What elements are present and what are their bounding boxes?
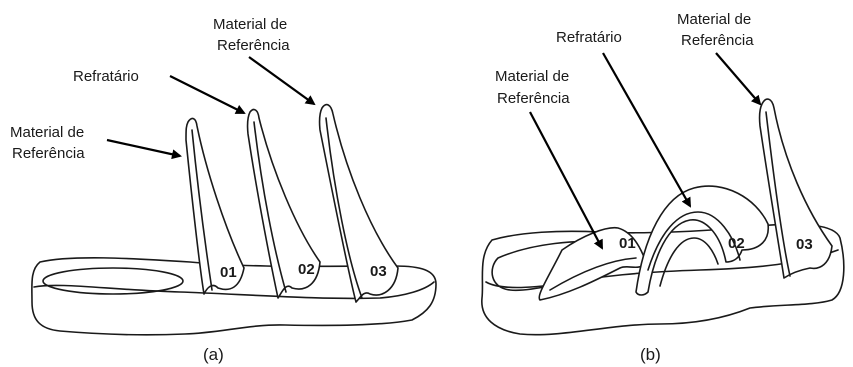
panel-b-label-left-line1: Material de [495,68,569,85]
panel-a-label-right-line1: Material de [213,16,287,33]
panel-b-caption: (b) [640,345,661,364]
panel-b-label-middle: Refratário [556,29,622,46]
panel-a-arrow-right [249,57,314,104]
panel-b-label-right-line2: Referência [681,32,754,49]
panel-b-arrow-middle [603,53,690,206]
panel-b-cone-01-label: 01 [619,235,636,252]
panel-a-cone-02-label: 02 [298,261,315,278]
panel-a-label-right-line2: Referência [217,37,290,54]
panel-a-cone-03-label: 03 [370,263,387,280]
panel-a-label-left-line2: Referência [12,145,85,162]
panel-b-arrow-left [530,112,602,248]
panel-a-cone-01-label: 01 [220,264,237,281]
panel-a: 01 02 03 Material de Referência Refratár… [10,16,436,364]
panel-b-label-left-line2: Referência [497,90,570,107]
panel-a-recess [43,268,183,294]
panel-a-caption: (a) [203,345,224,364]
panel-b: 01 02 03 Material de Referência Refratár… [482,11,844,364]
panel-b-arrow-right [716,53,760,104]
panel-a-label-left-line1: Material de [10,124,84,141]
panel-a-arrow-left [107,140,180,156]
panel-b-cone-02-inner-arch [660,238,718,286]
panel-a-arrow-middle [170,76,244,113]
panel-b-cone-02-label: 02 [728,235,745,252]
panel-a-label-middle: Refratário [73,68,139,85]
panel-b-label-right-line1: Material de [677,11,751,28]
panel-b-cone-03-label: 03 [796,236,813,253]
